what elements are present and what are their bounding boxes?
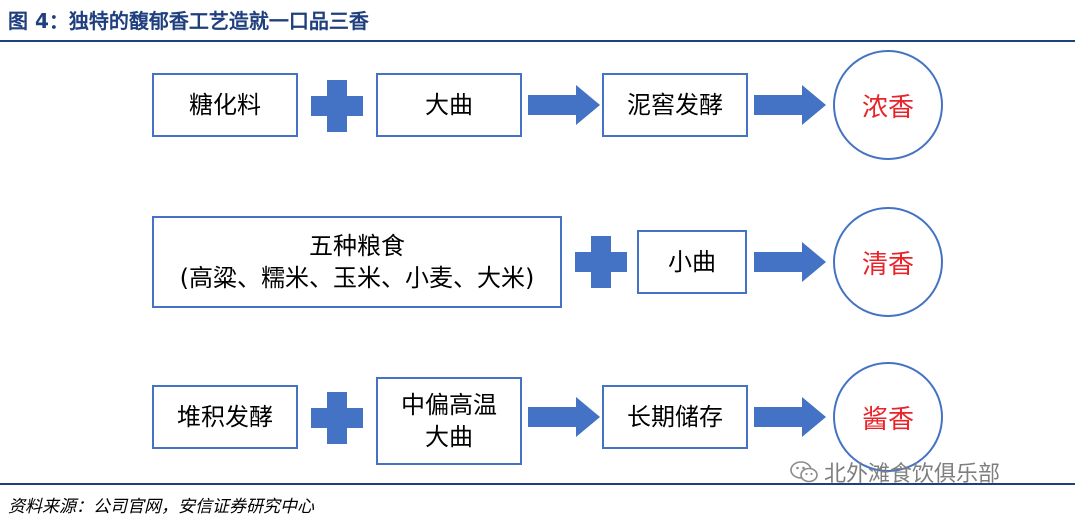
box-label: 糖化料 (189, 91, 261, 119)
result-jiangxiang: 酱香 (833, 362, 943, 472)
box-label: 大曲 (425, 91, 473, 119)
wechat-icon (790, 461, 818, 483)
box-mud-pit-fermentation: 泥窖发酵 (602, 73, 748, 137)
bottom-rule (0, 483, 1075, 485)
plus-icon (575, 236, 627, 288)
result-qingxiang: 清香 (833, 207, 943, 317)
box-stack-fermentation: 堆积发酵 (152, 385, 298, 449)
result-label: 酱香 (861, 404, 914, 435)
plus-icon (311, 392, 363, 444)
arrow-right-icon (754, 242, 826, 282)
result-nongxiang: 浓香 (833, 50, 943, 160)
box-saccharification: 糖化料 (152, 73, 298, 137)
box-sublabel: (高粱、糯米、玉米、小麦、大米) (179, 264, 535, 292)
box-sublabel: 大曲 (425, 423, 473, 451)
box-five-grains: 五种粮食 (高粱、糯米、玉米、小麦、大米) (152, 216, 562, 308)
watermark: 北外滩食饮俱乐部 (790, 456, 1000, 488)
result-label: 浓香 (861, 92, 914, 123)
box-label: 长期储存 (627, 403, 723, 431)
box-label: 中偏高温 (401, 391, 497, 419)
box-label: 泥窖发酵 (627, 91, 723, 119)
figure-title: 图 4：独特的馥郁香工艺造就一口品三香 (8, 9, 369, 33)
plus-icon (311, 80, 363, 132)
box-label: 堆积发酵 (177, 403, 273, 431)
box-daqu: 大曲 (376, 73, 522, 137)
box-xiaoqu: 小曲 (637, 230, 747, 294)
box-label: 小曲 (668, 248, 716, 276)
result-label: 清香 (861, 249, 914, 280)
arrow-right-icon (754, 397, 826, 437)
arrow-right-icon (754, 85, 826, 125)
box-label: 五种粮食 (309, 232, 405, 260)
box-long-storage: 长期储存 (602, 385, 748, 449)
box-high-temp-daqu: 中偏高温 大曲 (376, 377, 522, 465)
top-rule (0, 40, 1075, 42)
watermark-text: 北外滩食饮俱乐部 (824, 462, 1001, 487)
arrow-right-icon (528, 397, 600, 437)
arrow-right-icon (528, 85, 600, 125)
source-note: 资料来源：公司官网，安信证券研究中心 (8, 497, 314, 517)
